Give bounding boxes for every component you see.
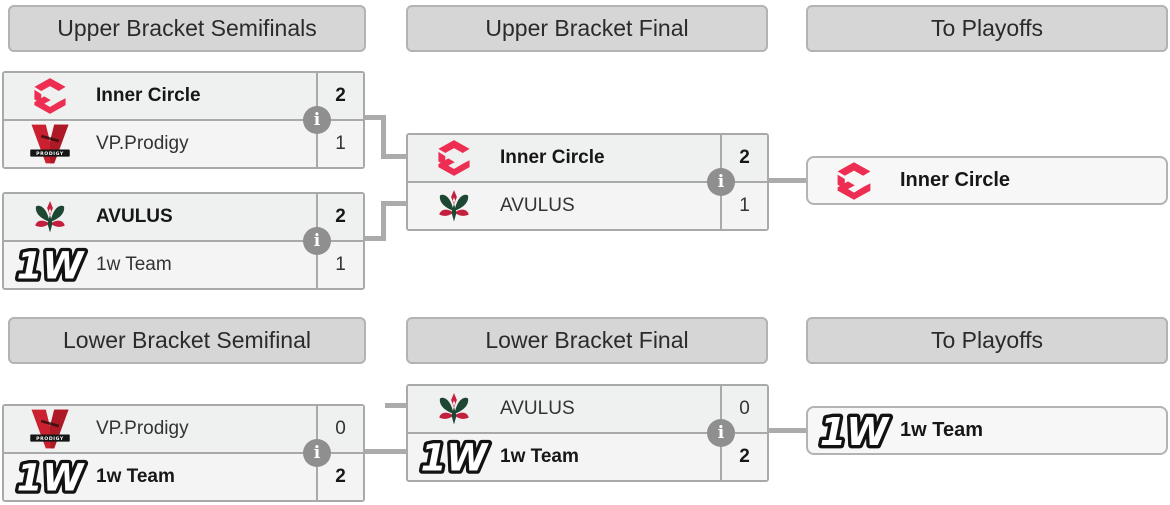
connector-line — [381, 201, 386, 241]
header-lower-bracket-final: Lower Bracket Final — [406, 317, 768, 364]
team-name[interactable]: Inner Circle — [900, 169, 1011, 191]
connector-line — [766, 178, 807, 183]
score: 0 — [720, 386, 767, 432]
header-label: Upper Bracket Semifinals — [57, 15, 317, 41]
header-label: Lower Bracket Semifinal — [63, 327, 311, 353]
team-name[interactable]: AVULUS — [500, 398, 575, 419]
connector-line — [362, 115, 384, 120]
info-glyph: i — [717, 423, 725, 443]
team-name[interactable]: VP.Prodigy — [96, 418, 189, 439]
team-name[interactable]: VP.Prodigy — [96, 133, 189, 154]
match-ub-semifinal-1: Inner Circle 2 VP.Prodigy 1 i — [2, 71, 365, 169]
score: 1 — [316, 242, 363, 288]
team-row[interactable]: AVULUS 2 — [4, 194, 363, 242]
score: 2 — [316, 73, 363, 119]
score: 1 — [316, 121, 363, 167]
team-row[interactable]: VP.Prodigy 0 — [4, 406, 363, 454]
score: 2 — [720, 434, 767, 480]
playoff-slot-lower[interactable]: 1w Team — [806, 406, 1168, 455]
team-name[interactable]: 1w Team — [500, 446, 579, 467]
team-name[interactable]: Inner Circle — [96, 85, 201, 106]
team-name[interactable]: 1w Team — [96, 466, 175, 487]
match-ub-semifinal-2: AVULUS 2 1w Team 1 i — [2, 192, 365, 290]
vp-prodigy-logo — [4, 408, 96, 450]
score: 1 — [720, 183, 767, 229]
match-lb-final: AVULUS 0 1w Team 2 i — [406, 384, 769, 482]
match-info-icon[interactable]: i — [707, 168, 735, 196]
match-lb-semifinal: VP.Prodigy 0 1w Team 2 i — [2, 404, 365, 502]
playoff-slot-upper[interactable]: Inner Circle — [806, 156, 1168, 205]
match-info-icon[interactable]: i — [707, 419, 735, 447]
team-name[interactable]: AVULUS — [96, 206, 173, 227]
connector-line — [766, 428, 807, 433]
team-row[interactable]: 1w Team 2 — [4, 454, 363, 500]
connector-line — [383, 154, 407, 159]
team-name[interactable]: 1w Team — [96, 254, 172, 275]
team-row[interactable]: VP.Prodigy 1 — [4, 121, 363, 167]
team-row[interactable]: 1w Team 1 — [4, 242, 363, 288]
one-w-team-logo — [4, 455, 96, 499]
info-glyph: i — [313, 110, 321, 130]
match-info-icon[interactable]: i — [303, 227, 331, 255]
inner-circle-logo — [408, 139, 500, 177]
header-upper-bracket-semifinals: Upper Bracket Semifinals — [8, 5, 366, 52]
match-info-icon[interactable]: i — [303, 439, 331, 467]
connector-line — [381, 115, 386, 159]
score: 2 — [316, 194, 363, 240]
team-name[interactable]: 1w Team — [900, 419, 983, 441]
avulus-logo — [408, 389, 500, 429]
header-upper-bracket-final: Upper Bracket Final — [406, 5, 768, 52]
team-row[interactable]: 1w Team 2 — [408, 434, 767, 480]
info-glyph: i — [313, 231, 321, 251]
score: 2 — [720, 135, 767, 181]
header-label: To Playoffs — [930, 15, 1044, 41]
score: 2 — [316, 454, 363, 500]
connector-line — [362, 449, 407, 454]
one-w-team-logo — [408, 435, 500, 479]
connector-line — [362, 236, 384, 241]
header-lower-to-playoffs: To Playoffs — [806, 317, 1168, 364]
info-glyph: i — [313, 443, 321, 463]
one-w-team-logo — [4, 243, 96, 287]
team-row[interactable]: AVULUS 0 — [408, 386, 767, 434]
vp-prodigy-logo — [4, 123, 96, 165]
team-name[interactable]: AVULUS — [500, 195, 575, 216]
info-glyph: i — [717, 172, 725, 192]
header-label: To Playoffs — [930, 327, 1044, 353]
inner-circle-logo — [4, 77, 96, 115]
team-row[interactable]: AVULUS 1 — [408, 183, 767, 229]
connector-line — [383, 201, 407, 206]
team-row[interactable]: Inner Circle 2 — [408, 135, 767, 183]
header-label: Lower Bracket Final — [485, 327, 689, 353]
connector-line — [385, 403, 407, 408]
one-w-team-logo — [808, 409, 900, 453]
team-name[interactable]: Inner Circle — [500, 147, 605, 168]
match-info-icon[interactable]: i — [303, 106, 331, 134]
header-label: Upper Bracket Final — [485, 15, 689, 41]
avulus-logo — [4, 197, 96, 237]
score: 0 — [316, 406, 363, 452]
inner-circle-logo — [808, 161, 900, 201]
match-ub-final: Inner Circle 2 AVULUS 1 i — [406, 133, 769, 231]
team-row[interactable]: Inner Circle 2 — [4, 73, 363, 121]
header-lower-bracket-semifinal: Lower Bracket Semifinal — [8, 317, 366, 364]
avulus-logo — [408, 186, 500, 226]
header-upper-to-playoffs: To Playoffs — [806, 5, 1168, 52]
